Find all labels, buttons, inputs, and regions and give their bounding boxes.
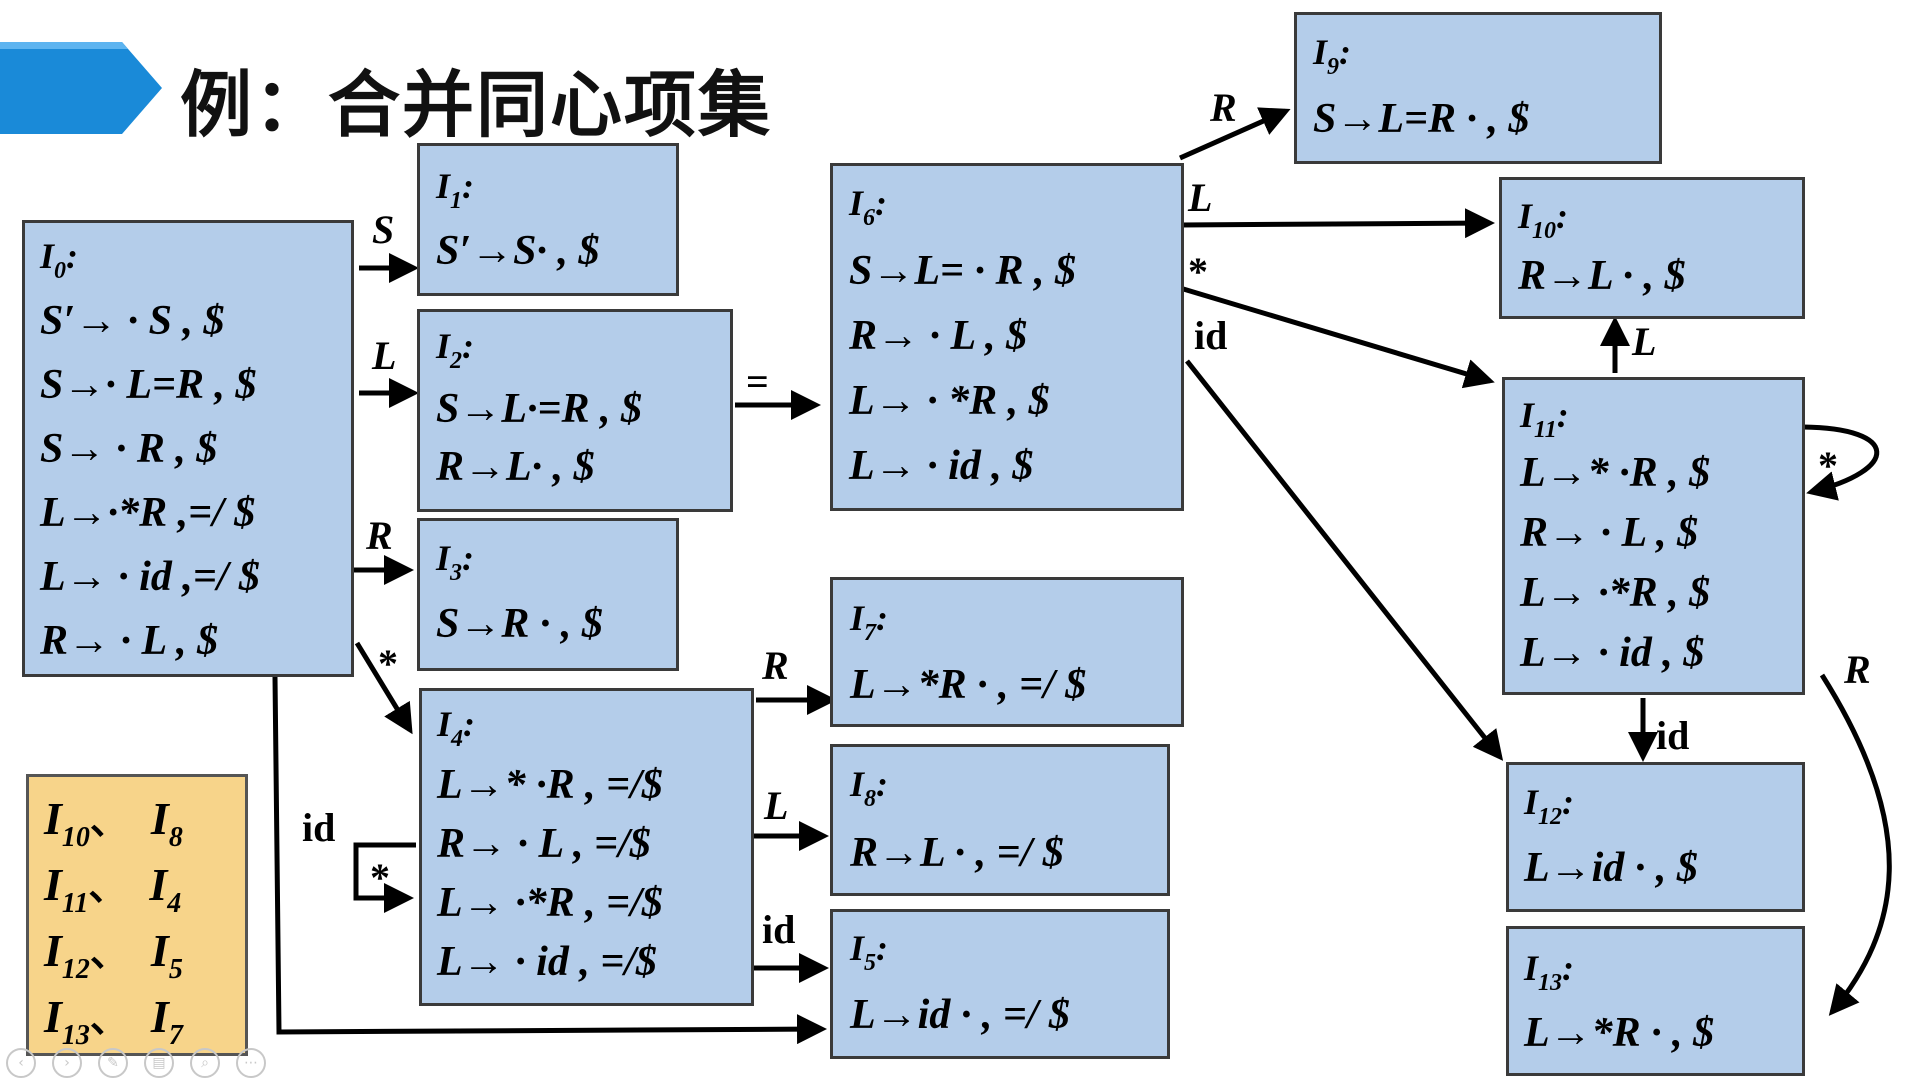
state-i4-item: L→ · id , =/$ bbox=[437, 939, 657, 985]
edge-label-i6-i9: R bbox=[1210, 85, 1237, 130]
state-i11-item: L→ ·*R , $ bbox=[1520, 570, 1711, 616]
state-i7 bbox=[830, 577, 1184, 727]
merged-pair: I13、 I7 bbox=[44, 991, 183, 1051]
state-i0 bbox=[22, 220, 354, 677]
state-i13-item: L→*R · , $ bbox=[1524, 1010, 1715, 1056]
state-i5-item: L→id · , =/ $ bbox=[850, 992, 1070, 1038]
state-i4-item: L→* ·R , =/$ bbox=[437, 762, 663, 808]
state-i1 bbox=[417, 143, 679, 296]
state-i2-label: I2: bbox=[436, 326, 475, 374]
state-i6-item: R→ · L , $ bbox=[849, 313, 1028, 359]
state-i6-label: I6: bbox=[849, 183, 888, 231]
state-i11-item: L→ · id , $ bbox=[1520, 630, 1705, 676]
edge-arrow-i6-i11 bbox=[1179, 285, 1495, 389]
state-i10 bbox=[1499, 177, 1805, 319]
edge-label-i4-i8: L bbox=[764, 783, 789, 828]
state-i10-label: I10: bbox=[1518, 196, 1569, 244]
state-i11-item: R→ · L , $ bbox=[1520, 510, 1699, 556]
state-i13-label: I13: bbox=[1524, 948, 1575, 996]
state-i12-label: I12: bbox=[1524, 782, 1575, 830]
edge-label-i0-i3: R bbox=[366, 513, 393, 558]
state-i5-label: I5: bbox=[850, 928, 889, 976]
state-i0-item: L→ · id ,=/ $ bbox=[40, 554, 260, 600]
edge-label-i4-self-id: id bbox=[302, 805, 336, 850]
edge-label-i0-i2: L bbox=[372, 333, 397, 378]
state-i3-item: S→R · , $ bbox=[436, 601, 603, 647]
state-i11 bbox=[1502, 377, 1805, 695]
state-i6-item: S→L= · R , $ bbox=[849, 248, 1076, 294]
state-i5 bbox=[830, 909, 1170, 1059]
state-i0-label: I0: bbox=[40, 236, 79, 284]
state-i1-item: S′→S· , $ bbox=[436, 228, 600, 274]
edge-label-i11-self: * bbox=[1818, 443, 1838, 488]
edge-label-i0-i4: * bbox=[378, 641, 398, 686]
edge-arrow-i6-i12 bbox=[1185, 359, 1504, 761]
state-i13 bbox=[1506, 926, 1805, 1076]
state-i9-item: S→L=R · , $ bbox=[1313, 96, 1530, 142]
state-i4-label: I4: bbox=[437, 704, 476, 752]
state-i11-item: L→* ·R , $ bbox=[1520, 450, 1711, 496]
edge-label-i4-i5: id bbox=[762, 907, 796, 952]
state-i9-label: I9: bbox=[1313, 32, 1352, 80]
merged-pairs-box bbox=[26, 774, 248, 1056]
state-i1-label: I1: bbox=[436, 166, 475, 214]
state-i0-item: S′→ · S , $ bbox=[40, 298, 225, 344]
state-i0-item: S→ · R , $ bbox=[40, 426, 218, 472]
slides-icon[interactable]: ▤ bbox=[144, 1048, 174, 1078]
state-i7-item: L→*R · , =/ $ bbox=[850, 662, 1087, 708]
state-i6-item: L→ · id , $ bbox=[849, 443, 1034, 489]
merged-pair: I12、 I5 bbox=[44, 925, 183, 985]
edge-label-i2-i6: = bbox=[746, 359, 769, 404]
state-i2-item: S→L·=R , $ bbox=[436, 386, 642, 432]
state-i8 bbox=[830, 744, 1170, 896]
edge-label-i4-i7: R bbox=[762, 643, 789, 688]
state-i7-label: I7: bbox=[850, 598, 889, 646]
edge-arrow-i11-i13 bbox=[1819, 673, 1892, 1016]
state-i6 bbox=[830, 163, 1184, 511]
state-i3-label: I3: bbox=[436, 538, 475, 586]
state-i0-item: S→· L=R , $ bbox=[40, 362, 257, 408]
state-i6-item: L→ · *R , $ bbox=[849, 378, 1050, 424]
edge-arrow-i0-i4 bbox=[354, 641, 413, 735]
edge-label-i6-i10: L bbox=[1188, 175, 1213, 220]
edge-arrow-i4-self bbox=[353, 842, 416, 913]
title-banner bbox=[0, 42, 162, 134]
state-i8-item: R→L · , =/ $ bbox=[850, 830, 1064, 876]
edge-label-i0-i1: S bbox=[372, 207, 395, 252]
state-i4-item: R→ · L , =/$ bbox=[437, 821, 651, 867]
state-i0-item: L→·*R ,=/ $ bbox=[40, 490, 256, 536]
edge-arrow-i0-i5 bbox=[272, 676, 827, 1045]
more-icon[interactable]: ⋯ bbox=[236, 1048, 266, 1078]
edge-arrow-i11-self bbox=[1802, 424, 1880, 501]
edge-arrow-i6-i9 bbox=[1178, 107, 1291, 161]
state-i4 bbox=[419, 688, 754, 1006]
edge-label-i11-i13: R bbox=[1844, 647, 1871, 692]
state-i3 bbox=[417, 518, 679, 671]
state-i12-item: L→id · , $ bbox=[1524, 845, 1698, 891]
edge-label-i4-self-star: * bbox=[370, 855, 390, 900]
state-i0-item: R→ · L , $ bbox=[40, 618, 219, 664]
merged-pair: I11、 I4 bbox=[44, 859, 182, 919]
prev-icon[interactable]: ‹ bbox=[6, 1048, 36, 1078]
state-i11-label: I11: bbox=[1520, 395, 1569, 443]
state-i2-item: R→L· , $ bbox=[436, 444, 595, 490]
state-i2 bbox=[417, 309, 733, 512]
edge-label-i6-i12: id bbox=[1194, 313, 1228, 358]
pen-icon[interactable]: ✎ bbox=[98, 1048, 128, 1078]
state-i9 bbox=[1294, 12, 1662, 164]
page-title: 例：合并同心项集 bbox=[180, 63, 773, 147]
state-i10-item: R→L · , $ bbox=[1518, 253, 1686, 299]
zoom-icon[interactable]: ⌕ bbox=[190, 1048, 220, 1078]
state-i12 bbox=[1506, 762, 1805, 912]
edge-arrow-i6-i10 bbox=[1179, 208, 1495, 239]
next-icon[interactable]: › bbox=[52, 1048, 82, 1078]
edge-label-i11-i12: id bbox=[1656, 713, 1690, 758]
state-i8-label: I8: bbox=[850, 764, 889, 812]
merged-pair: I10、 I8 bbox=[44, 793, 183, 853]
edge-label-i6-i11: * bbox=[1188, 249, 1208, 294]
edge-label-i11-i10: L bbox=[1632, 319, 1657, 364]
state-i4-item: L→ ·*R , =/$ bbox=[437, 880, 663, 926]
